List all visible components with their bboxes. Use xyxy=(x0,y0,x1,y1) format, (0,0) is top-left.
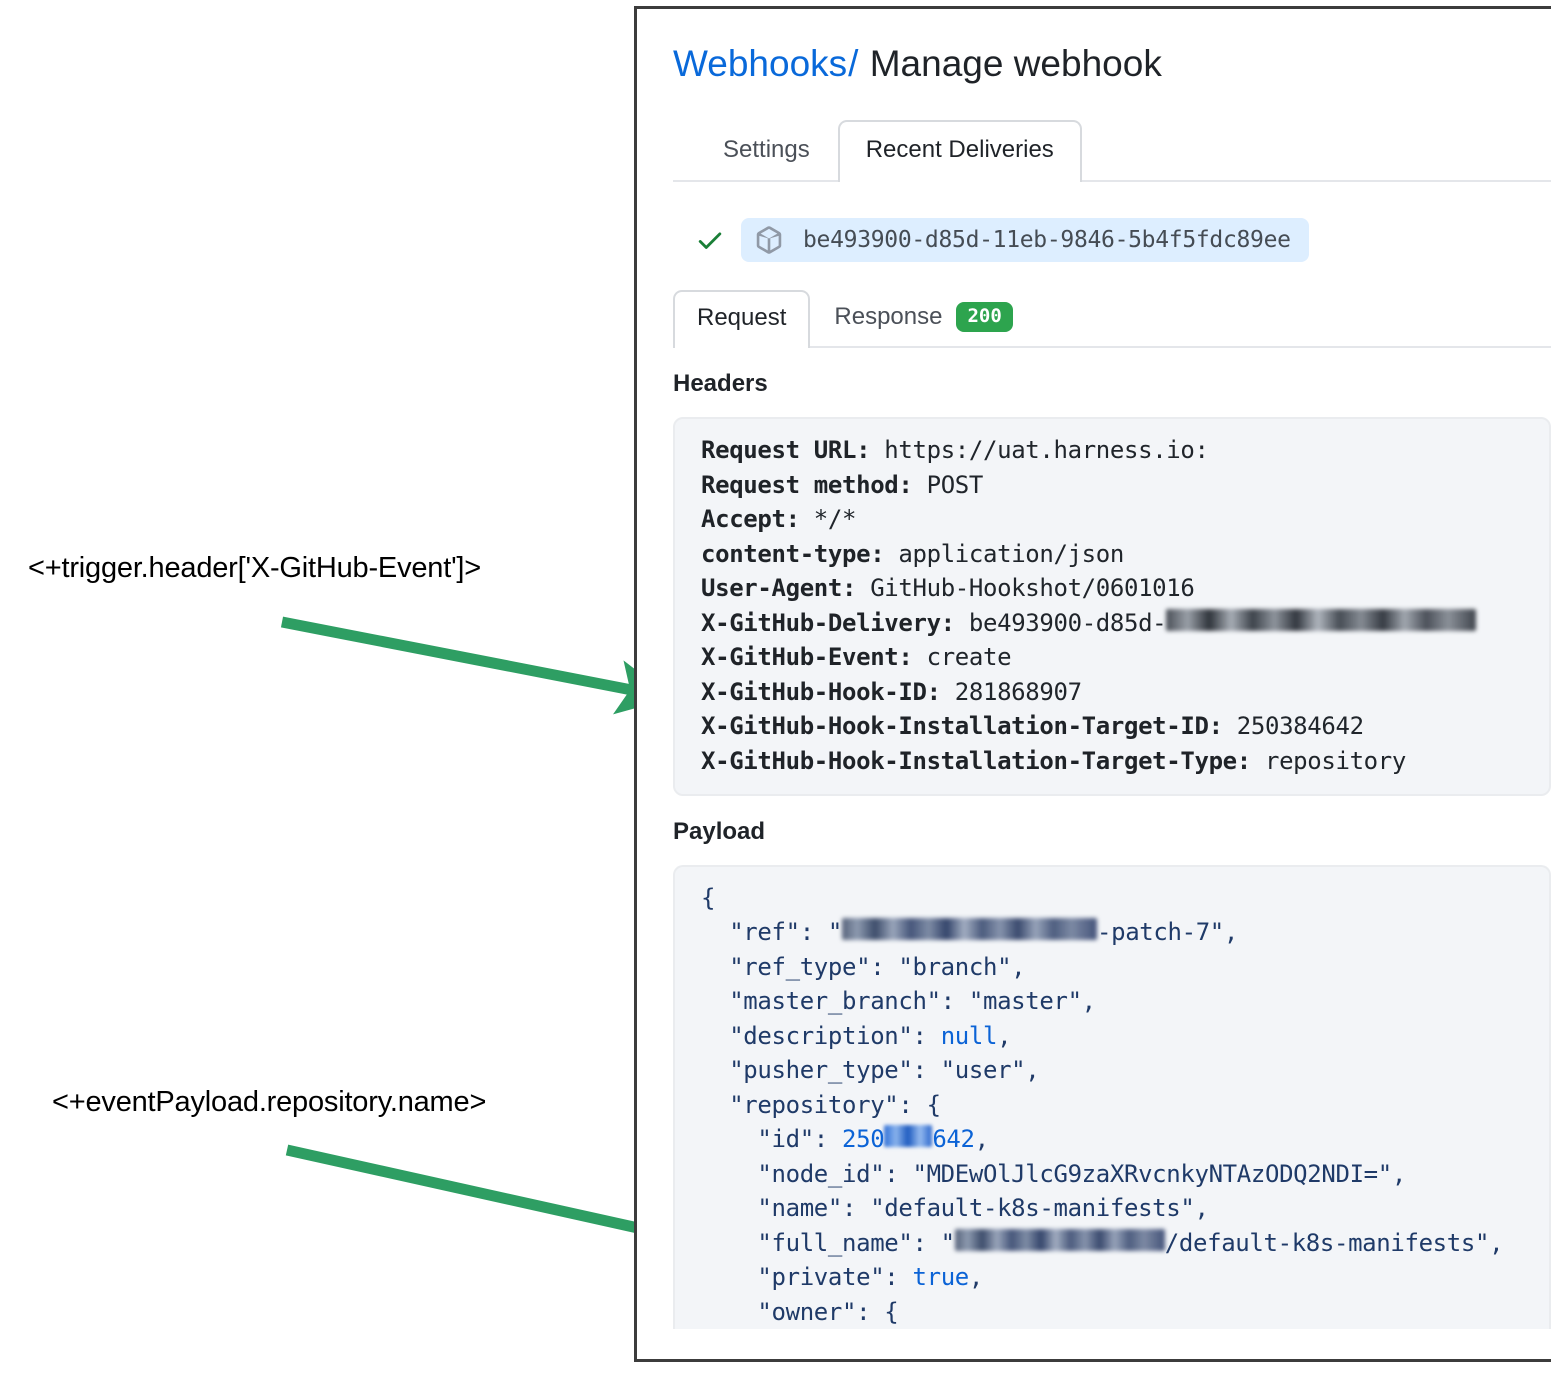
payload-line: { xyxy=(701,883,716,912)
request-response-tabnav: Request Response 200 xyxy=(673,288,1551,349)
header-value: repository xyxy=(1250,746,1406,775)
webhook-tabnav: Settings Recent Deliveries xyxy=(673,119,1551,183)
header-value: application/json xyxy=(884,539,1124,568)
header-key: X-GitHub-Hook-ID: xyxy=(701,677,941,706)
header-line: Accept: */* xyxy=(701,502,1527,537)
header-value: POST xyxy=(912,470,984,499)
status-badge: 200 xyxy=(956,301,1013,333)
payload-line: "private": true, xyxy=(701,1263,984,1292)
header-annotation-arrow xyxy=(280,616,673,715)
header-value: https://uat.harness.io: xyxy=(870,436,1209,465)
payload-line: "full_name": "x/default-k8s-manifests", xyxy=(701,1228,1504,1257)
header-line: Request URL: https://uat.harness.io: xyxy=(701,433,1527,468)
header-key: X-GitHub-Event: xyxy=(701,643,913,672)
payload-line: "repository": { xyxy=(701,1090,941,1119)
header-key: X-GitHub-Hook-Installation-Target-Type: xyxy=(701,746,1251,775)
page-title: Webhooks/ Manage webhook xyxy=(673,42,1551,86)
tab-response[interactable]: Response 200 xyxy=(810,288,1036,347)
delivery-row[interactable]: be493900-d85d-11eb-9846-5b4f5fdc89ee xyxy=(695,218,1551,263)
header-key: User-Agent: xyxy=(701,574,857,603)
headers-codebox: Request URL: https://uat.harness.io: Req… xyxy=(673,417,1551,797)
package-icon xyxy=(756,226,782,255)
header-key: Request URL: xyxy=(701,436,871,465)
payload-codebox: { "ref": "x-patch-7", "ref_type": "branc… xyxy=(673,864,1551,1330)
header-value: */* xyxy=(799,505,857,534)
tab-request-label: Request xyxy=(697,303,787,331)
header-value: create xyxy=(912,643,1012,672)
delivery-id-chip[interactable]: be493900-d85d-11eb-9846-5b4f5fdc89ee xyxy=(741,218,1309,263)
tab-recent-deliveries[interactable]: Recent Deliveries xyxy=(837,119,1082,183)
payload-line: "pusher_type": "user", xyxy=(701,1056,1040,1085)
tab-request[interactable]: Request xyxy=(673,289,811,349)
payload-annotation-label: <+eventPayload.repository.name> xyxy=(52,1086,487,1118)
breadcrumb-separator: / xyxy=(848,43,859,84)
tab-response-label: Response xyxy=(834,302,943,330)
header-line: X-GitHub-Hook-ID: 281868907 xyxy=(701,675,1527,710)
header-value: GitHub-Hookshot/0601016 xyxy=(856,574,1195,603)
breadcrumb-current: Manage webhook xyxy=(869,43,1162,84)
header-line: User-Agent: GitHub-Hookshot/0601016 xyxy=(701,571,1527,606)
payload-line: "ref": "x-patch-7", xyxy=(701,918,1238,947)
header-annotation-label: <+trigger.header['X-GitHub-Event']> xyxy=(28,552,482,584)
header-value: be493900-d85d- xyxy=(954,608,1167,637)
header-key: Request method: xyxy=(701,470,913,499)
payload-line: "name": "default-k8s-manifests", xyxy=(701,1194,1209,1223)
tab-settings[interactable]: Settings xyxy=(723,135,810,163)
headers-heading: Headers xyxy=(673,370,768,398)
header-line: Request method: POST xyxy=(701,468,1527,503)
payload-line: "node_id": "MDEwOlJlcG9zaXRvcnkyNTAzODQ2… xyxy=(701,1159,1406,1188)
header-line: X-GitHub-Hook-Installation-Target-Type: … xyxy=(701,744,1527,779)
check-icon xyxy=(698,232,722,250)
header-line: content-type: application/json xyxy=(701,537,1527,572)
payload-line: "ref_type": "branch", xyxy=(701,952,1026,981)
webhook-panel: Webhooks/ Manage webhook Settings Recent… xyxy=(634,6,1551,1362)
payload-line: "owner": { xyxy=(701,1297,899,1326)
delivery-id-text: be493900-d85d-11eb-9846-5b4f5fdc89ee xyxy=(803,227,1291,254)
payload-line: "id": 250x642, xyxy=(701,1125,989,1154)
header-line: X-GitHub-Event: create xyxy=(701,640,1527,675)
payload-line: "master_branch": "master", xyxy=(701,987,1096,1016)
payload-line: "description": null, xyxy=(701,1021,1012,1050)
header-value: 281868907 xyxy=(940,677,1082,706)
header-key: content-type: xyxy=(701,539,885,568)
header-key: Accept: xyxy=(701,505,800,534)
breadcrumb-link-webhooks[interactable]: Webhooks xyxy=(673,43,848,84)
redacted-delivery-id: 11eb-9846-5b4f5fdc89ee xyxy=(1166,608,1477,631)
header-value: 250384642 xyxy=(1222,712,1364,741)
header-line: X-GitHub-Hook-Installation-Target-ID: 25… xyxy=(701,709,1527,744)
header-key: X-GitHub-Hook-Installation-Target-ID: xyxy=(701,712,1223,741)
payload-heading: Payload xyxy=(673,818,766,846)
header-line: X-GitHub-Delivery: be493900-d85d-11eb-98… xyxy=(701,606,1527,641)
header-key: X-GitHub-Delivery: xyxy=(701,608,955,637)
